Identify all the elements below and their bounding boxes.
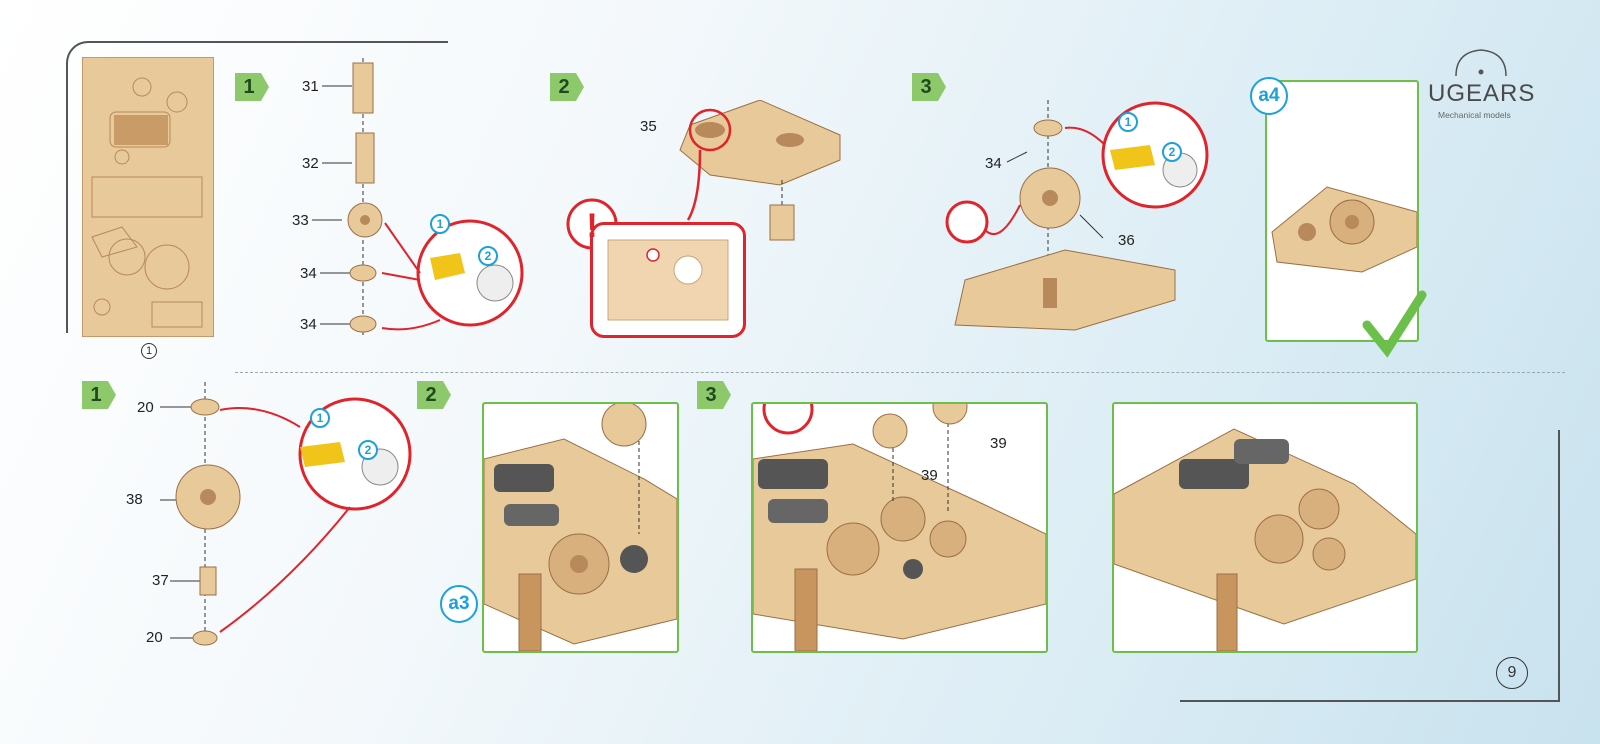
checkmark-icon: [1362, 290, 1432, 365]
detail-label-a3: a3: [440, 585, 478, 623]
part-label-34: 34: [300, 265, 317, 282]
part-label-20b: 20: [146, 629, 163, 646]
bottom-step-1-illustration: [160, 382, 412, 647]
top-step-3-illustration: [945, 100, 1209, 331]
part-label-34c: 34: [985, 155, 1002, 172]
callout-number-2: 2: [478, 246, 498, 266]
result-box-a4: [1265, 80, 1419, 342]
part-label-39: 39: [921, 467, 938, 484]
frame-corner-bottom-right: [1180, 430, 1560, 702]
part-label-37: 37: [152, 572, 169, 589]
brand-name: UGEARS: [1428, 80, 1536, 107]
exclamation-icon: !: [586, 207, 598, 245]
bottom-step-2: 2: [417, 381, 453, 409]
part-label-35: 35: [640, 118, 657, 135]
part-label-20: 20: [137, 399, 154, 416]
bottom-step-1: 1: [82, 381, 118, 409]
callout-number-1c: 1: [310, 408, 330, 428]
result-label-a4: a4: [1250, 77, 1288, 115]
callout-number-2c: 2: [358, 440, 378, 460]
warning-detail-box: [590, 222, 746, 338]
page-number: 9: [1496, 657, 1528, 689]
logo-gear-icon: [1450, 42, 1512, 83]
sheet-number: 1: [141, 343, 157, 359]
callout-number-1b: 1: [1118, 112, 1138, 132]
frame-corner-top-left: [66, 41, 448, 333]
part-label-31: 31: [302, 78, 319, 95]
top-step-2: 2: [550, 73, 586, 101]
part-label-33: 33: [292, 212, 309, 229]
callout-number-2b: 2: [1162, 142, 1182, 162]
part-label-34b: 34: [300, 316, 317, 333]
top-step-3: 3: [912, 73, 948, 101]
top-step-1-illustration: [312, 58, 524, 338]
part-sheet: [81, 56, 215, 338]
final-result-box: [1112, 402, 1418, 653]
callout-number-1: 1: [430, 214, 450, 234]
part-label-39b: 39: [990, 435, 1007, 452]
part-label-32: 32: [302, 155, 319, 172]
part-label-38: 38: [126, 491, 143, 508]
bottom-step-3: 3: [697, 381, 733, 409]
part-label-36: 36: [1118, 232, 1135, 249]
bottom-step-2-box: [482, 402, 679, 653]
bottom-step-3-box: [751, 402, 1048, 653]
top-step-1: 1: [235, 73, 271, 101]
brand-tagline: Mechanical models: [1438, 110, 1511, 120]
section-divider: [235, 372, 1565, 373]
